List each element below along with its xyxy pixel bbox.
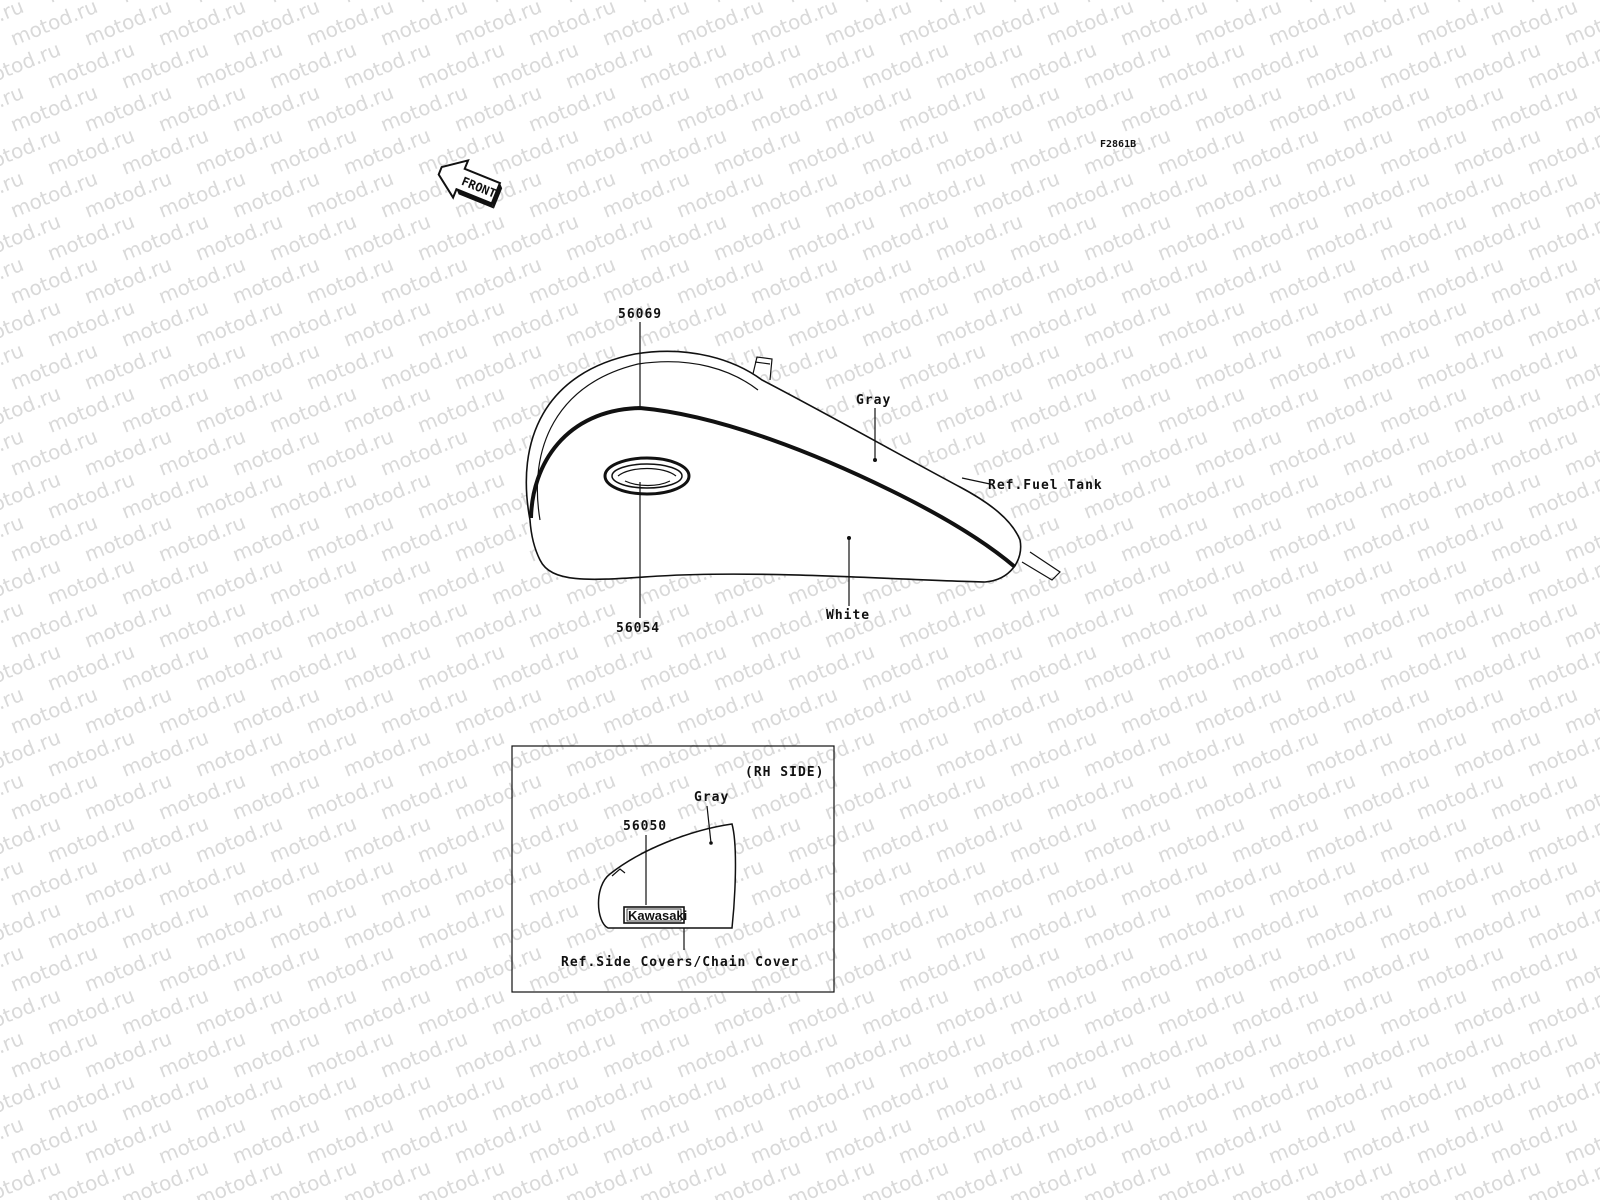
inset-color-gray: Gray: [694, 790, 729, 805]
part-number-56069: 56069: [618, 307, 662, 322]
rh-side-inset: (RH SIDE) Gray 56050 Kawasaki Ref.Side C…: [511, 745, 835, 993]
logo-text: Kawasaki: [628, 908, 687, 923]
part-number-56050: 56050: [623, 819, 667, 834]
kawasaki-logo-decal: Kawasaki: [623, 906, 687, 924]
side-cover-outline: [597, 823, 737, 929]
color-label-white: White: [826, 608, 870, 623]
color-label-gray: Gray: [856, 393, 891, 408]
ref-fuel-tank-label: Ref.Fuel Tank: [988, 478, 1103, 493]
ref-side-covers-label: Ref.Side Covers/Chain Cover: [561, 955, 799, 970]
inset-title: (RH SIDE): [745, 765, 824, 780]
fuel-tank-outline: [525, 350, 1022, 583]
watermark-text: motod.ru: [0, 1198, 27, 1200]
tank-emblem-decal: [603, 456, 691, 496]
figure-code: F2861B: [1100, 139, 1136, 150]
leader-ref-fuel-tank: [961, 477, 991, 485]
stripe-decal: [529, 405, 1017, 569]
fuel-tank: [525, 350, 1061, 583]
part-number-56054: 56054: [616, 621, 660, 636]
